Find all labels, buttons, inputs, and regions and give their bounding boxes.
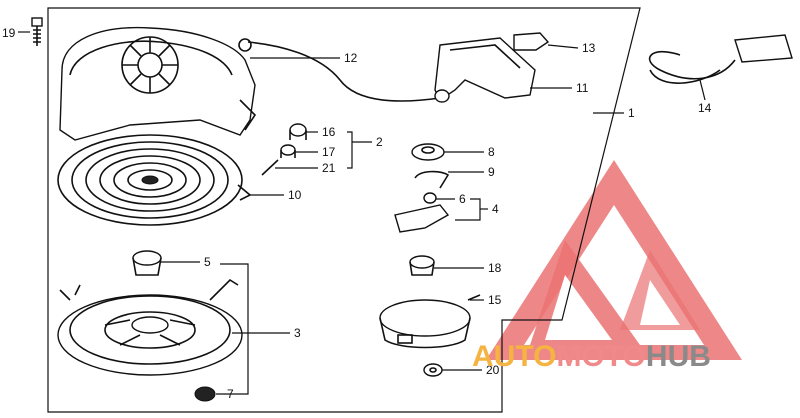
watermark-moto: MOTO <box>556 340 645 373</box>
callout-19: 19 <box>2 26 16 40</box>
clip-spring-part-9 <box>414 170 450 189</box>
callout-8: 8 <box>488 145 495 159</box>
callout-3: 3 <box>294 326 301 340</box>
bolt-part-19 <box>31 17 43 46</box>
callout-14: 14 <box>698 101 712 115</box>
watermark-logo-icon <box>486 160 742 360</box>
callout-12: 12 <box>344 51 358 65</box>
callout-20: 20 <box>486 363 500 377</box>
watermark-auto: AUTO <box>472 340 556 373</box>
friction-plate-part-15 <box>379 294 481 349</box>
ratchet-pawl-part-4 <box>394 192 450 233</box>
starter-handle-part-11 <box>434 37 536 103</box>
callout-16: 16 <box>322 125 336 139</box>
callout-17: 17 <box>322 145 336 159</box>
callout-7: 7 <box>227 387 234 401</box>
bushing-part-17 <box>280 144 296 158</box>
nut-part-7 <box>194 386 216 402</box>
callout-21: 21 <box>322 161 336 175</box>
assembly-outline <box>47 7 641 413</box>
callout-10: 10 <box>288 188 302 202</box>
starter-housing-part <box>59 26 257 141</box>
callout-2: 2 <box>376 135 383 149</box>
callout-15: 15 <box>488 293 502 307</box>
watermark-text: AUTOMOTOHUB <box>472 340 711 373</box>
callout-1: 1 <box>628 106 635 120</box>
callout-11: 11 <box>576 81 589 95</box>
svg-text:AUTOMOTOHUB: AUTOMOTOHUB <box>472 340 711 373</box>
callout-4: 4 <box>492 202 499 216</box>
leader-lines <box>18 31 706 395</box>
nut-part-20 <box>423 363 443 377</box>
handle-insert-part-13 <box>513 32 550 51</box>
callout-5: 5 <box>204 255 211 269</box>
callout-9: 9 <box>488 165 495 179</box>
rope-part-12 <box>247 41 441 102</box>
bushing-part-18 <box>409 255 435 276</box>
reel-pulley-part-3 <box>57 278 243 376</box>
recoil-spring-part-10 <box>57 134 252 226</box>
callout-labels: 19 12 13 11 1 14 16 2 17 21 8 9 10 6 4 5… <box>2 26 712 401</box>
callout-13: 13 <box>582 41 596 55</box>
callout-6: 6 <box>459 192 466 206</box>
cap-part-5 <box>132 250 162 276</box>
collar-part-16 <box>289 123 307 140</box>
callout-18: 18 <box>488 261 502 275</box>
rope-with-grip-part-14 <box>648 34 793 84</box>
washer-part-8 <box>411 143 445 161</box>
watermark-hub: HUB <box>646 340 711 373</box>
pin-part-21 <box>261 159 279 176</box>
